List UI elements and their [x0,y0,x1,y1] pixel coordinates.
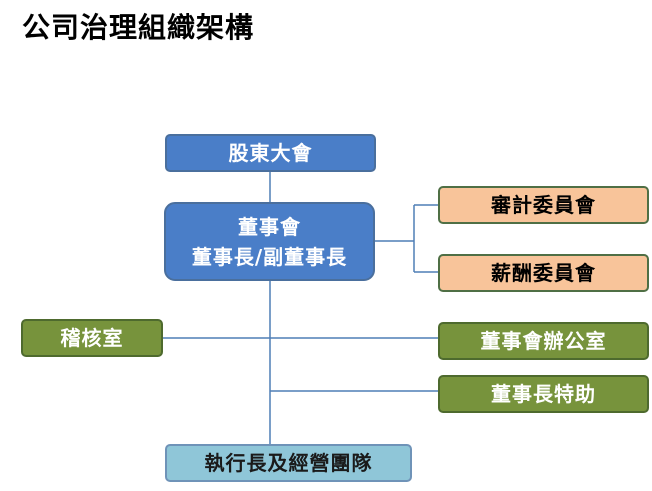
audit-committee-box: 審計委員會 [438,186,649,224]
page-title: 公司治理組織架構 [22,11,255,44]
board-office-box: 董事會辦公室 [438,322,649,360]
internal-audit-label: 稽核室 [60,326,124,350]
chairman-assistant-label: 董事長特助 [491,382,596,406]
shareholders-meeting-label: 股東大會 [228,141,313,165]
board-of-directors-box: 董事會 董事長/副董事長 [164,202,375,281]
board-label: 董事會 [238,214,301,239]
compensation-committee-box: 薪酬委員會 [438,254,649,292]
internal-audit-box: 稽核室 [21,319,163,357]
shareholders-meeting-box: 股東大會 [165,134,376,172]
audit-committee-label: 審計委員會 [491,193,596,217]
compensation-committee-label: 薪酬委員會 [491,261,596,285]
chairman-assistant-box: 董事長特助 [438,375,649,413]
executive-team-box: 執行長及經營團隊 [165,444,412,482]
board-office-label: 董事會辦公室 [480,329,607,353]
chairman-label: 董事長/副董事長 [191,244,348,269]
executive-team-label: 執行長及經營團隊 [204,451,373,475]
